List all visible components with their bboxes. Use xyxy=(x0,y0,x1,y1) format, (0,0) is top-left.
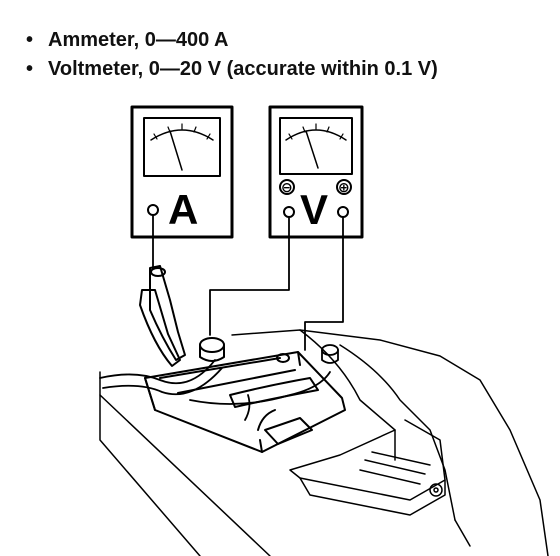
negative-terminal-symbol: ⊖ xyxy=(281,180,293,196)
bullet-marker: • xyxy=(26,29,34,51)
bullet-marker: • xyxy=(26,58,34,80)
voltmeter-label: V xyxy=(300,186,328,233)
bullet-voltmeter: • Voltmeter, 0—20 V (accurate within 0.1 … xyxy=(26,55,438,83)
ammeter-label: A xyxy=(168,186,198,233)
inductive-clamp xyxy=(139,265,186,367)
bullet-ammeter: • Ammeter, 0—400 A xyxy=(26,26,228,54)
ammeter-spec-text: Ammeter, 0—400 A xyxy=(48,29,229,51)
test-leads xyxy=(152,214,344,351)
voltmeter: ⊖ ⊕ V xyxy=(268,105,364,239)
battery xyxy=(144,337,346,453)
ammeter: A xyxy=(130,105,234,239)
battery-cables xyxy=(99,344,339,421)
engine-compartment xyxy=(99,329,549,556)
positive-terminal-symbol: ⊕ xyxy=(338,180,350,196)
voltmeter-spec-text: Voltmeter, 0—20 V (accurate within 0.1 V… xyxy=(48,58,438,80)
